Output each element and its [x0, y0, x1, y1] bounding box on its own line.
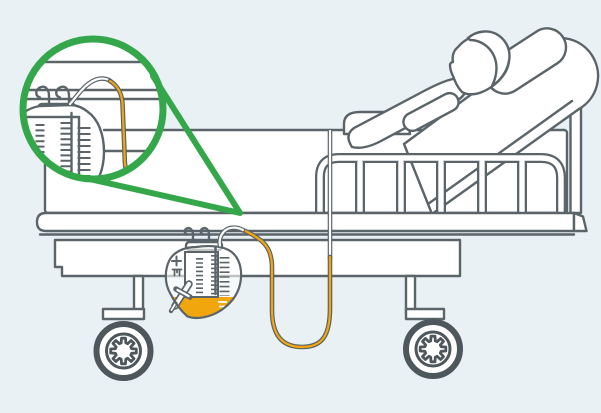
bed-frame: [35, 211, 588, 278]
right-wheel: [403, 319, 463, 379]
left-wheel: [93, 321, 154, 381]
platform-end-cap: [572, 211, 588, 233]
right-fork: [404, 307, 446, 321]
drain-spout: [168, 280, 193, 314]
catheter-tube: [217, 128, 333, 350]
backrest-seam: [426, 99, 574, 206]
left-wheel-cog: [109, 336, 138, 366]
lens-hook: [35, 85, 51, 109]
platform-bar: [35, 211, 576, 233]
magnifier-pointer: [82, 73, 243, 216]
bag-hooks: [183, 226, 211, 245]
bedpost: [569, 98, 583, 215]
casters: [93, 274, 463, 381]
right-wheel-cog: [418, 334, 448, 364]
magnifier-ring: [19, 35, 167, 183]
bag-outline: [164, 244, 243, 320]
side-rail: [315, 153, 566, 218]
patient: [342, 27, 568, 149]
lens-hook: [55, 85, 71, 109]
patient-arm: [402, 91, 460, 133]
underframe-box: [53, 238, 462, 278]
cross-icon: [171, 255, 182, 267]
patient-hair: [466, 30, 511, 88]
stand-icon: [171, 268, 183, 277]
left-fork: [101, 307, 146, 321]
